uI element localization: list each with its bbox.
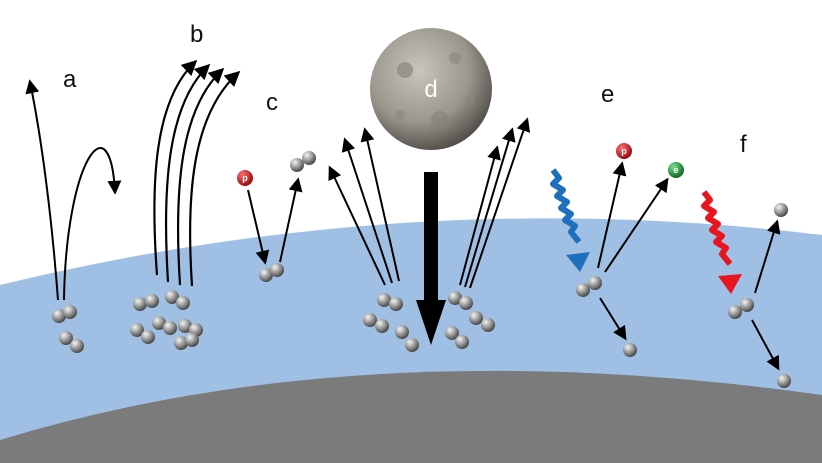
photon-arrow-head xyxy=(566,252,590,272)
atom xyxy=(185,333,199,347)
label-b: b xyxy=(190,21,203,48)
atom xyxy=(363,313,377,327)
process-c-group: p xyxy=(237,151,316,282)
atom xyxy=(623,343,637,357)
incoming-arrow xyxy=(247,189,270,265)
escape-arrow xyxy=(164,63,211,283)
atom xyxy=(141,330,155,344)
crater xyxy=(465,95,475,105)
proton-particle xyxy=(616,143,632,159)
atom xyxy=(145,294,159,308)
atom xyxy=(165,290,179,304)
atom xyxy=(777,374,791,388)
escape-arrow xyxy=(188,70,241,287)
process-f-group xyxy=(701,190,791,388)
atom xyxy=(389,297,403,311)
process-e-group: p e xyxy=(550,143,684,357)
ejecta-arrow xyxy=(328,165,386,286)
atom-arrow-up xyxy=(754,219,781,294)
impact-arrow-head xyxy=(416,300,446,345)
proton-arrow xyxy=(597,161,627,269)
electron-particle xyxy=(668,162,684,178)
atom-arrow-down xyxy=(751,319,780,371)
ejecta-arrow xyxy=(360,127,400,282)
label-c: c xyxy=(266,89,278,116)
atom xyxy=(445,326,459,340)
electron-label: e xyxy=(673,165,678,175)
atom xyxy=(377,293,391,307)
atom xyxy=(178,319,192,333)
ejecta-arrow xyxy=(459,145,501,286)
ejecta-arrow xyxy=(464,127,516,288)
return-arrow xyxy=(63,147,122,301)
label-e: e xyxy=(601,81,614,108)
atom xyxy=(728,305,742,319)
atom xyxy=(405,338,419,352)
crater xyxy=(431,111,449,129)
atom xyxy=(290,158,304,172)
atom xyxy=(52,309,66,323)
crater xyxy=(449,52,461,64)
escape-arrow xyxy=(25,79,59,301)
atom xyxy=(740,298,754,312)
process-b-group xyxy=(130,59,241,350)
atom xyxy=(302,151,316,165)
photon-arrow-head xyxy=(718,274,742,294)
ejecta-arrow xyxy=(469,117,531,289)
atom xyxy=(163,321,177,335)
planet-surface xyxy=(0,370,822,463)
electron-arrow xyxy=(604,177,669,273)
ejecta-arrow xyxy=(341,137,393,284)
atom xyxy=(70,339,84,353)
atom xyxy=(588,276,602,290)
photon-wave-blue xyxy=(550,168,582,244)
escape-arrow xyxy=(176,67,225,286)
atom xyxy=(259,268,273,282)
process-d-group: d xyxy=(328,28,531,352)
atom xyxy=(130,323,144,337)
atom xyxy=(270,263,284,277)
atom xyxy=(469,311,483,325)
atom xyxy=(59,331,73,345)
atom-arrow xyxy=(599,297,627,341)
proton-particle xyxy=(237,170,253,186)
atom xyxy=(375,319,389,333)
proton-label: p xyxy=(621,146,627,156)
atom xyxy=(774,203,788,217)
crater xyxy=(395,110,405,120)
atom xyxy=(448,291,462,305)
photon-wave-red xyxy=(701,190,733,266)
atom xyxy=(395,325,409,339)
proton-label: p xyxy=(242,173,248,183)
atom xyxy=(152,316,166,330)
atom xyxy=(63,305,77,319)
label-f: f xyxy=(740,131,747,158)
ejection-arrow xyxy=(279,177,303,263)
process-a-group xyxy=(25,79,122,353)
atom xyxy=(176,296,190,310)
escape-arrow xyxy=(153,59,198,276)
atom xyxy=(133,297,147,311)
atom xyxy=(481,318,495,332)
label-d: d xyxy=(424,76,437,103)
atom xyxy=(455,335,469,349)
label-a: a xyxy=(63,66,77,93)
atom xyxy=(174,336,188,350)
crater xyxy=(397,62,413,78)
atom xyxy=(459,296,473,310)
impact-arrow-shaft xyxy=(424,172,438,302)
atom xyxy=(576,283,590,297)
